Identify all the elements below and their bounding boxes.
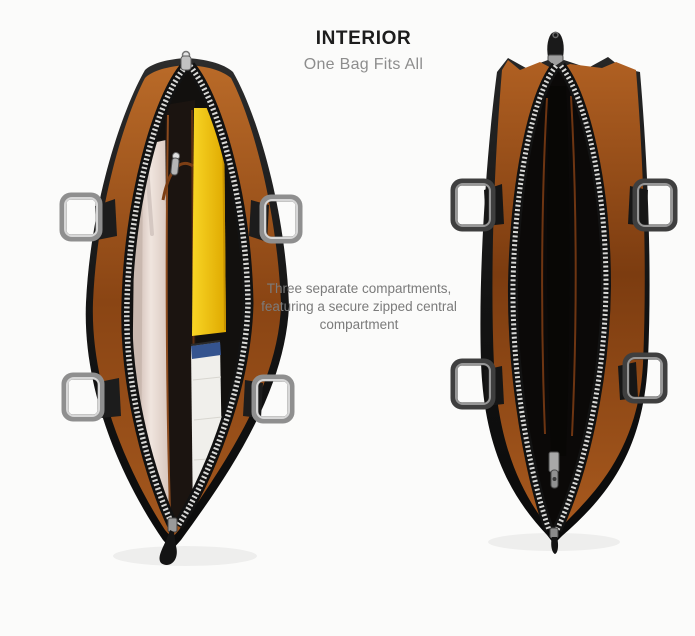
folio-edge-left: [165, 114, 171, 513]
d-ring-top-right: [249, 194, 303, 244]
d-ring-bottom-left: [450, 358, 504, 410]
d-ring-top-left: [450, 178, 504, 232]
d-ring-bottom-right: [618, 352, 668, 404]
header: INTERIOR One Bag Fits All: [16, 28, 695, 74]
center-zip-pull: [170, 152, 181, 176]
d-ring-top-right: [628, 178, 678, 232]
notebook-blue-band: [191, 342, 221, 359]
bag-shadow: [113, 546, 257, 566]
top-zipper-pull: [180, 50, 192, 71]
center-zipper-slider: [548, 451, 560, 489]
page-title: INTERIOR: [315, 28, 412, 49]
top-zipper-pull: [547, 31, 564, 67]
compartment-divider-edge-left: [541, 97, 548, 435]
compartment-divider-shade: [547, 86, 570, 456]
right-bag-image: [450, 31, 678, 554]
d-ring-bottom-left: [61, 372, 121, 422]
bottom-zipper-pull: [159, 517, 178, 566]
notebook-top-edge: [190, 340, 221, 346]
zipper-teeth: [507, 62, 612, 533]
left-bag-image: [59, 50, 303, 566]
zipper-teeth: [121, 62, 254, 529]
page-subtitle: One Bag Fits All: [303, 56, 424, 73]
folio-divider: [165, 100, 197, 524]
feature-caption: Three separate compartments, featuring a…: [261, 281, 457, 332]
yellow-folder: [192, 108, 226, 336]
bottom-zipper-pull: [549, 527, 559, 554]
compartment-divider-edge-right: [570, 95, 577, 437]
d-ring-top-left: [59, 192, 117, 242]
paper-stack: [141, 140, 169, 524]
d-ring-bottom-right: [243, 374, 295, 424]
